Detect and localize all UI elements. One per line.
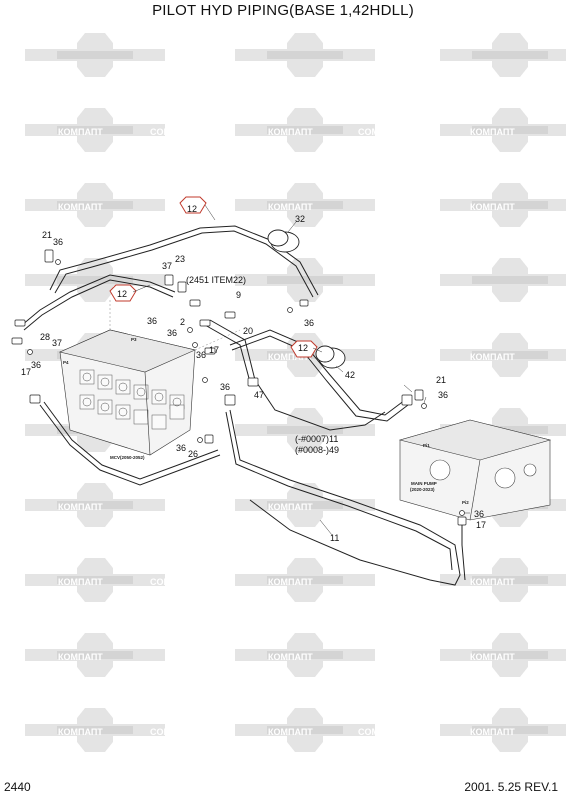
callout-36-top-left: 36	[53, 237, 63, 247]
callout-17-center: 17	[209, 345, 219, 355]
mcv-label: MCV(2050-2052)	[110, 455, 145, 460]
main-control-valve	[59, 300, 241, 456]
callout-12-right: 12	[298, 343, 308, 353]
callout-36-center: 36	[196, 350, 206, 360]
main-pump	[398, 419, 552, 521]
item-reference-2451: (2451 ITEM22)	[186, 275, 246, 285]
watermark-text: COMPART	[358, 127, 403, 137]
callout-36-pump-bottom: 36	[474, 509, 484, 519]
callout-hex-12	[109, 196, 318, 358]
callout-37-top: 37	[162, 261, 172, 271]
page-number: 2440	[4, 780, 31, 794]
watermark-text: КОМПАПТ	[268, 577, 313, 587]
watermark-text: КОМПАПТ	[268, 202, 313, 212]
protector-ring-32	[267, 229, 300, 253]
watermark-text: КОМПАПТ	[470, 652, 515, 662]
callout-21-left: 21	[42, 230, 52, 240]
callout-28: 28	[40, 332, 50, 342]
port-pi2-label: Pi2	[462, 500, 469, 505]
callout-23: 23	[175, 254, 185, 264]
watermark-text: COMPART	[150, 727, 195, 737]
callout-26: 26	[188, 449, 198, 459]
callout-9: 9	[236, 290, 241, 300]
watermark-text: КОМПАПТ	[470, 727, 515, 737]
callout-17-left: 17	[21, 367, 31, 377]
watermark-text: КОМПАПТ	[58, 727, 103, 737]
port-p4-label: P4	[63, 360, 69, 365]
watermark-text: КОМПАПТ	[268, 502, 313, 512]
callout-36-pump-top: 36	[438, 390, 448, 400]
callout-12-mid: 12	[117, 289, 127, 299]
watermark-text: COMPART	[358, 727, 403, 737]
callout-17-pump-bottom: 17	[476, 520, 486, 530]
watermark-text: КОМПАПТ	[58, 577, 103, 587]
callout-11: 11	[330, 533, 339, 543]
callout-36-bottom: 36	[176, 443, 186, 453]
callout-42: 42	[345, 370, 355, 380]
watermark-text: КОМПАПТ	[58, 127, 103, 137]
watermark-text: КОМПАПТ	[58, 502, 103, 512]
watermark-text: КОМПАПТ	[470, 577, 515, 587]
callout-36-mcv-mid: 36	[167, 328, 177, 338]
callout-36-mcv-top: 36	[147, 316, 157, 326]
pump-label-line2: (2020-2023)	[410, 487, 435, 492]
callout-47: 47	[254, 390, 264, 400]
watermark-text: КОМПАПТ	[268, 127, 313, 137]
watermark-text: КОМПАПТ	[58, 652, 103, 662]
watermark-text: COMPART	[150, 127, 195, 137]
callout-12-top: 12	[187, 204, 197, 214]
watermark-text: КОМПАПТ	[58, 202, 103, 212]
pilot-hoses	[21, 225, 466, 586]
fittings	[11, 249, 467, 526]
note-serial-0007: (-#0007)11	[295, 434, 338, 444]
port-p3-label: P3	[131, 337, 137, 342]
port-pi1-label: Pi1	[423, 443, 430, 448]
watermark-text: КОМПАПТ	[470, 352, 515, 362]
callout-36-lower: 36	[220, 382, 230, 392]
pump-label-line1: MAIN PUMP	[411, 481, 437, 486]
watermark-text: COMPART	[150, 577, 195, 587]
callout-32: 32	[295, 214, 305, 224]
note-serial-0008: (#0008-)49	[295, 445, 339, 455]
leader-lines	[132, 204, 470, 536]
callout-37-left: 37	[52, 338, 62, 348]
callout-2: 2	[180, 317, 185, 327]
watermark-text: КОМПАПТ	[268, 652, 313, 662]
watermark-text: КОМПАПТ	[268, 727, 313, 737]
revision-date: 2001. 5.25 REV.1	[464, 780, 558, 794]
protector-ring-42	[315, 345, 346, 369]
page-title: PILOT HYD PIPING(BASE 1,42HDLL)	[152, 2, 414, 19]
watermark-layer: КОМПАПТ COMPART КОМПАПТ COMPART КОМПАПТ …	[25, 33, 566, 752]
callout-36-left: 36	[31, 360, 41, 370]
callout-20: 20	[243, 326, 253, 336]
callout-36-right: 36	[304, 318, 314, 328]
callout-21-right: 21	[436, 375, 446, 385]
watermark-text: КОМПАПТ	[268, 352, 313, 362]
watermark-text: КОМПАПТ	[470, 202, 515, 212]
watermark-text: КОМПАПТ	[470, 127, 515, 137]
